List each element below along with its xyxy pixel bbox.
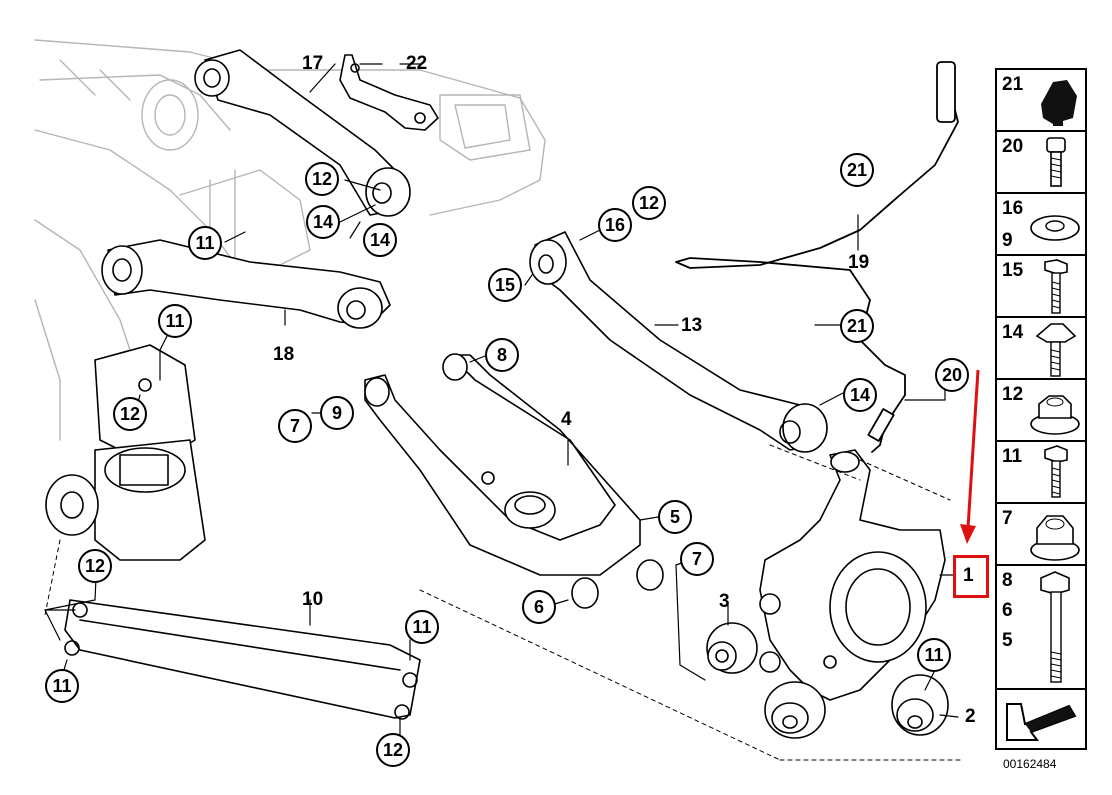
diagram-reference-number: 00162484 <box>1003 757 1057 771</box>
washer-icon <box>1030 215 1080 241</box>
callout-8: 8 <box>485 338 519 372</box>
callout-2: 2 <box>965 706 976 727</box>
callout-21-a: 21 <box>840 153 874 187</box>
upper-arm-17 <box>194 49 411 217</box>
direction-arrow-icon <box>1006 703 1077 741</box>
upper-arm-18 <box>101 239 391 329</box>
part-1-highlight-box <box>953 555 989 598</box>
legend-row-20: 20 <box>995 130 1087 194</box>
callout-21-b: 21 <box>840 309 874 343</box>
legend-row-21: 21 <box>995 68 1087 132</box>
callout-17: 17 <box>302 53 324 74</box>
legend-label: 7 <box>1002 508 1013 529</box>
bushing-3 <box>706 622 758 674</box>
clip-icon <box>1041 80 1077 126</box>
callout-16: 16 <box>598 208 632 242</box>
legend-label: 6 <box>1002 600 1013 621</box>
callout-7-left: 7 <box>278 409 312 443</box>
legend-row-15: 15 <box>995 254 1087 318</box>
speed-sensor-wire <box>675 61 959 453</box>
callout-14-c: 14 <box>843 378 877 412</box>
legend-label: 16 <box>1002 198 1024 219</box>
flange-nut-icon <box>1030 395 1080 435</box>
callout-22: 22 <box>406 53 428 74</box>
socket-bolt-icon <box>1046 137 1066 187</box>
long-bolt-icon <box>1040 571 1070 683</box>
legend-label: 9 <box>1002 230 1013 251</box>
legend-label: 15 <box>1002 260 1024 281</box>
flange-bolt-icon <box>1035 323 1077 377</box>
wheel-carrier-1 <box>759 449 946 701</box>
leader-lines <box>44 63 959 741</box>
callout-10: 10 <box>302 589 324 610</box>
subframe-mount <box>45 344 206 561</box>
legend-label: 5 <box>1002 630 1013 651</box>
callout-11-a: 11 <box>188 226 222 260</box>
callout-3: 3 <box>719 591 730 612</box>
callout-12-c: 12 <box>78 549 112 583</box>
callout-13: 13 <box>681 315 703 336</box>
callout-12-b: 12 <box>113 397 147 431</box>
legend-row-12: 12 <box>995 378 1087 442</box>
callout-9: 9 <box>320 396 354 430</box>
callout-14-a: 14 <box>306 205 340 239</box>
hex-bolt-icon <box>1044 259 1068 314</box>
highlight-arrow <box>960 369 980 544</box>
legend-row-8-6-5: 8 6 5 <box>995 564 1087 690</box>
callout-11-d: 11 <box>405 610 439 644</box>
callout-11-e: 11 <box>917 638 951 672</box>
legend-label: 20 <box>1002 136 1024 157</box>
legend-label: 8 <box>1002 570 1013 591</box>
bushing-lower <box>764 681 826 739</box>
legend-row-11: 11 <box>995 440 1087 504</box>
callout-20: 20 <box>935 358 969 392</box>
collar-nut-icon <box>1030 515 1080 561</box>
control-arm-13 <box>529 231 828 453</box>
legend-row-arrow <box>995 688 1087 750</box>
callout-11-c: 11 <box>45 669 79 703</box>
legend-label: 21 <box>1002 74 1024 95</box>
callout-7-right: 7 <box>680 542 714 576</box>
callout-15: 15 <box>488 268 522 302</box>
legend-label: 14 <box>1002 322 1024 343</box>
callout-12-d: 12 <box>376 733 410 767</box>
callout-12-e: 12 <box>632 186 666 220</box>
callout-18: 18 <box>273 344 295 365</box>
callout-5: 5 <box>658 500 692 534</box>
legend-row-14: 14 <box>995 316 1087 380</box>
callout-4: 4 <box>561 409 572 430</box>
callout-11-b: 11 <box>158 304 192 338</box>
legend-label: 12 <box>1002 384 1024 405</box>
short-bolt-icon <box>1044 445 1068 498</box>
callout-6: 6 <box>522 590 556 624</box>
wishbone-4 <box>364 353 664 609</box>
callout-12-a: 12 <box>305 162 339 196</box>
legend-row-16-9: 16 9 <box>995 192 1087 256</box>
bushing-2 <box>891 674 949 736</box>
legend-label: 11 <box>1002 446 1023 467</box>
dashed-lines <box>44 444 961 761</box>
callout-19: 19 <box>848 252 870 273</box>
bracket-22 <box>339 54 439 131</box>
callout-14-b: 14 <box>363 223 397 257</box>
callout-1: 1 <box>963 565 974 586</box>
legend-row-7: 7 <box>995 502 1087 566</box>
tension-strut-10 <box>64 599 421 720</box>
